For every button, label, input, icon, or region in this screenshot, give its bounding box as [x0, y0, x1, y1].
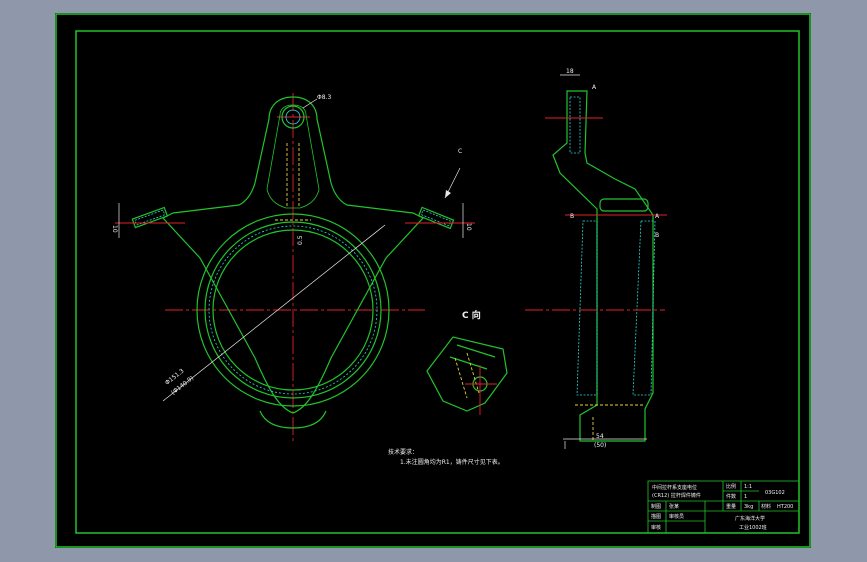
checked-label: 描图 [651, 513, 661, 520]
side-arm-hatch [569, 96, 581, 154]
pin-hole [285, 109, 301, 125]
checked-name: 审核员 [669, 513, 684, 520]
side-mark: B [655, 232, 659, 239]
title-line1: 中间拉杆系支座电位 [652, 484, 697, 491]
pin-leader [302, 98, 318, 109]
detail-outline [426, 336, 508, 412]
side-mark: B [570, 213, 574, 220]
flange-right [417, 206, 455, 230]
side-mark: A [655, 213, 660, 220]
title-line2: (CR12) 拉杆焊件铸件 [652, 492, 701, 499]
drawn-label: 制图 [651, 503, 661, 510]
inner-border [75, 30, 800, 534]
dim-center-offset: 0.5 [297, 235, 304, 245]
side-left-hatch [576, 220, 598, 396]
view-label: C 向 [462, 309, 481, 321]
flange-left [131, 206, 169, 229]
drawing-canvas: Φ8.3 Φ151.3 (Φ140.9) 10 10 0.5 C C 向 18 … [55, 13, 811, 548]
direction-marker: C [458, 148, 462, 155]
drawing-number: 03G102 [765, 490, 785, 496]
side-mark: A [592, 84, 597, 91]
dim-side-width-ref: (50) [594, 442, 606, 449]
qty-value: 1 [744, 494, 747, 500]
side-view [525, 74, 667, 449]
dim-pin-hole: Φ8.3 [317, 94, 331, 101]
detail-view-c [426, 336, 508, 415]
drawn-name: 张某 [669, 503, 679, 510]
approved-label: 审核 [651, 524, 661, 531]
pin-boss [281, 105, 305, 129]
front-view [115, 93, 475, 441]
dim-flange-left: 10 [111, 225, 118, 233]
side-top-boss [599, 198, 649, 212]
drawing-sheet: Φ8.3 Φ151.3 (Φ140.9) 10 10 0.5 C C 向 18 … [55, 13, 811, 548]
scale-value: 1:1 [744, 484, 752, 490]
school-name: 广东海洋大学 [735, 515, 765, 522]
ring-inner [212, 229, 374, 391]
bottom-boss [259, 410, 327, 429]
dim-side-top: 18 [566, 68, 574, 75]
notes-heading: 技术要求： [388, 448, 418, 456]
hidden-line [454, 357, 468, 399]
material-label: 材料 [761, 503, 771, 510]
dim-side-width: 54 [596, 433, 604, 440]
notes-line1: 1.未注圆角均为R1，铸件尺寸见下表。 [400, 458, 504, 466]
bracket-outline [162, 96, 424, 414]
ring-outer [196, 213, 390, 407]
diameter-leader [162, 224, 386, 402]
side-outline [552, 90, 654, 442]
dim-flange-right: 10 [465, 223, 472, 231]
department-name: 工业1002班 [739, 524, 767, 531]
weight-label: 重量 [726, 503, 736, 510]
outer-border [55, 13, 811, 548]
ring-hatch [208, 225, 378, 395]
weight-value: 3kg [744, 504, 753, 510]
material-value: HT200 [777, 504, 793, 510]
direction-arrowhead [445, 190, 451, 198]
scale-label: 比例 [726, 483, 736, 490]
title-block [647, 480, 800, 534]
qty-label: 件数 [726, 493, 736, 500]
detail-edges [449, 344, 496, 370]
hidden-line [466, 352, 480, 394]
side-right-hatch [632, 220, 656, 396]
ring-mid [204, 221, 382, 399]
web-outline [266, 104, 320, 209]
